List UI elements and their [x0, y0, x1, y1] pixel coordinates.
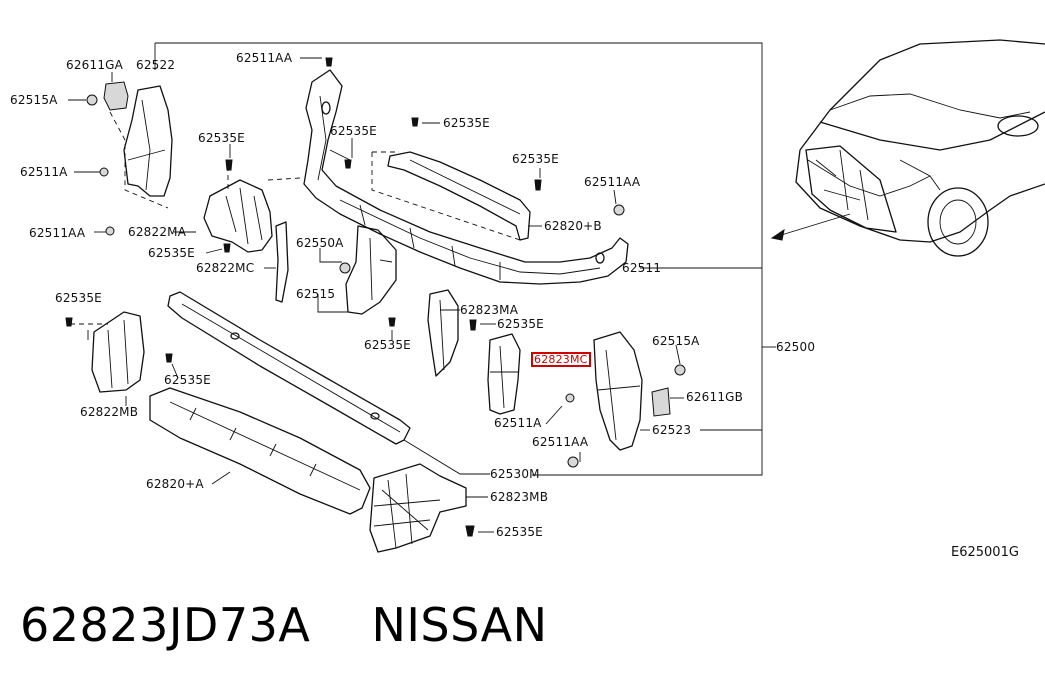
bolt-icon — [105, 226, 115, 236]
assembly-bracket — [155, 42, 776, 476]
label-62530M: 62530M — [490, 467, 540, 481]
figure-code: E625001G — [951, 545, 1019, 560]
diagram-drawing — [65, 39, 1045, 553]
label-62535E-a: 62535E — [198, 131, 245, 145]
label-62611GB: 62611GB — [686, 390, 744, 404]
left-side-bracket — [103, 81, 173, 209]
right-side-bracket — [593, 331, 671, 451]
label-62535E-f: 62535E — [497, 317, 544, 331]
brand-name: NISSAN — [371, 598, 548, 652]
label-62535E-e: 62535E — [512, 152, 559, 166]
label-62511: 62511 — [622, 261, 662, 275]
label-62535E-b: 62535E — [148, 246, 195, 260]
label-62535E-c: 62535E — [330, 124, 377, 138]
upper-support — [303, 69, 629, 285]
bolt-icon — [613, 204, 625, 216]
label-62535E-i: 62535E — [55, 291, 102, 305]
lower-right-air-guide — [369, 463, 467, 553]
label-62515A-right: 62515A — [652, 334, 700, 348]
bolt-icon — [99, 167, 109, 177]
clip-icon — [344, 159, 352, 169]
bolt-icon — [567, 456, 579, 468]
clip-icon — [388, 317, 396, 327]
clip-icon — [65, 317, 73, 327]
clip-icon — [225, 159, 233, 171]
label-62523: 62523 — [652, 423, 692, 437]
left-air-guide — [203, 179, 289, 303]
label-62511AA-left: 62511AA — [29, 226, 86, 240]
label-62550A: 62550A — [296, 236, 344, 250]
label-62511AA-bottom: 62511AA — [532, 435, 589, 449]
label-62522: 62522 — [136, 58, 176, 72]
label-62823MB: 62823MB — [490, 490, 549, 504]
leader-lines — [68, 43, 684, 533]
label-62822MA: 62822MA — [128, 225, 187, 239]
clip-icon — [411, 117, 419, 127]
label-62823MC-highlighted: 62823MC — [531, 352, 591, 367]
parts-diagram: 62611GA 62522 62515A 62511A 62511AA 6251… — [10, 39, 1045, 560]
part-number: 62823JD73A — [20, 598, 311, 652]
clip-icon — [465, 525, 475, 537]
label-62611GA: 62611GA — [66, 58, 124, 72]
label-62511AA-right: 62511AA — [584, 175, 641, 189]
car-front-icon — [770, 39, 1045, 257]
label-62535E-h: 62535E — [164, 373, 211, 387]
bolt-icon — [339, 262, 351, 274]
center-bracket — [345, 225, 397, 315]
bolt-icon — [674, 364, 686, 376]
label-62822MB: 62822MB — [80, 405, 139, 419]
part-caption: 62823JD73A NISSAN — [20, 598, 548, 652]
label-62535E-j: 62535E — [496, 525, 543, 539]
label-62535E-g: 62535E — [364, 338, 411, 352]
label-62511A-right: 62511A — [494, 416, 542, 430]
bolt-icon — [86, 94, 98, 106]
clip-icon — [325, 57, 333, 67]
label-62535E-d: 62535E — [443, 116, 490, 130]
label-62511A-left: 62511A — [20, 165, 68, 179]
lower-cross-member — [149, 387, 371, 515]
label-62823MA: 62823MA — [460, 303, 519, 317]
clip-icon — [165, 353, 173, 363]
clip-icon — [469, 319, 477, 331]
label-62822MC: 62822MC — [196, 261, 255, 275]
label-62515: 62515 — [296, 287, 336, 301]
bolt-icon — [565, 393, 575, 403]
right-air-guide-c — [487, 333, 521, 415]
upper-cross-member — [387, 151, 531, 241]
clip-icon — [534, 179, 542, 191]
label-62515A-left: 62515A — [10, 93, 58, 107]
fasteners — [65, 57, 686, 537]
label-62820A: 62820+A — [146, 477, 204, 491]
lower-left-air-guide — [91, 311, 145, 393]
lower-front-member — [167, 291, 411, 445]
label-62820B: 62820+B — [544, 219, 602, 233]
label-62500: 62500 — [776, 340, 816, 354]
label-62511AA-top: 62511AA — [236, 51, 293, 65]
right-air-guide-a — [427, 289, 459, 377]
clip-icon — [223, 243, 231, 253]
